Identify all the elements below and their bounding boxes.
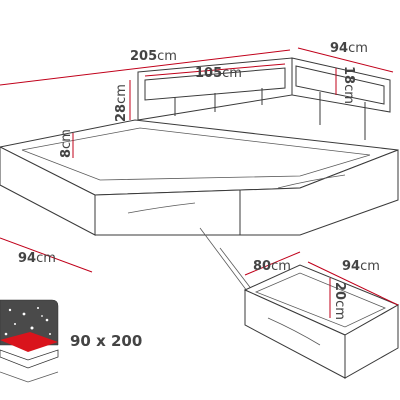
dim-line-drawer-width [244, 251, 301, 276]
dim-line-depth [297, 47, 394, 73]
bed-front-face [94, 149, 399, 236]
label-mattress-depth: 8cm [59, 129, 74, 158]
label-drawer-depth: 94cm [342, 259, 380, 274]
drawer-handle-left [127, 202, 196, 214]
label-depth: 94cm [330, 41, 368, 56]
dim-line-front-depth [0, 237, 93, 273]
dim-line-drawer-depth [307, 261, 399, 306]
dim-line-total-length [0, 49, 291, 86]
dimension-labels: 205cm 94cm 105cm 18cm 28cm 8cm 94cm 80cm… [18, 41, 380, 320]
bed-frame [0, 119, 399, 236]
mattress-icon-body [0, 349, 59, 369]
dim-line-headboard [144, 63, 286, 77]
label-drawer-height: 20cm [332, 282, 347, 320]
mattress-icon-background [0, 299, 59, 346]
label-front-depth: 94cm [18, 251, 56, 266]
label-back-height: 28cm [114, 84, 129, 122]
label-drawer-width: 80cm [253, 259, 291, 274]
mattress-size-label: 90 x 200 [70, 332, 142, 350]
label-headboard-height: 18cm [341, 66, 356, 104]
mattress-icon-top [0, 332, 58, 352]
label-total-length: 205cm [130, 49, 177, 64]
mattress-icon [0, 299, 59, 383]
mattress-icon-base [0, 371, 59, 383]
drawer-detail-handle [267, 317, 321, 346]
mattress-rim-front [21, 149, 371, 181]
side-headboard-shelf [295, 65, 385, 105]
drawer-handle-right [277, 174, 346, 189]
callout-line-1 [199, 227, 251, 296]
drawer-detail [199, 227, 400, 379]
mattress-rim [21, 127, 371, 156]
headboard-shelf [144, 67, 286, 101]
label-headboard-length: 105cm [195, 66, 242, 81]
dimension-lines [0, 47, 399, 318]
drawer-inner-rim [254, 272, 386, 328]
drawer-side-face [344, 304, 399, 379]
